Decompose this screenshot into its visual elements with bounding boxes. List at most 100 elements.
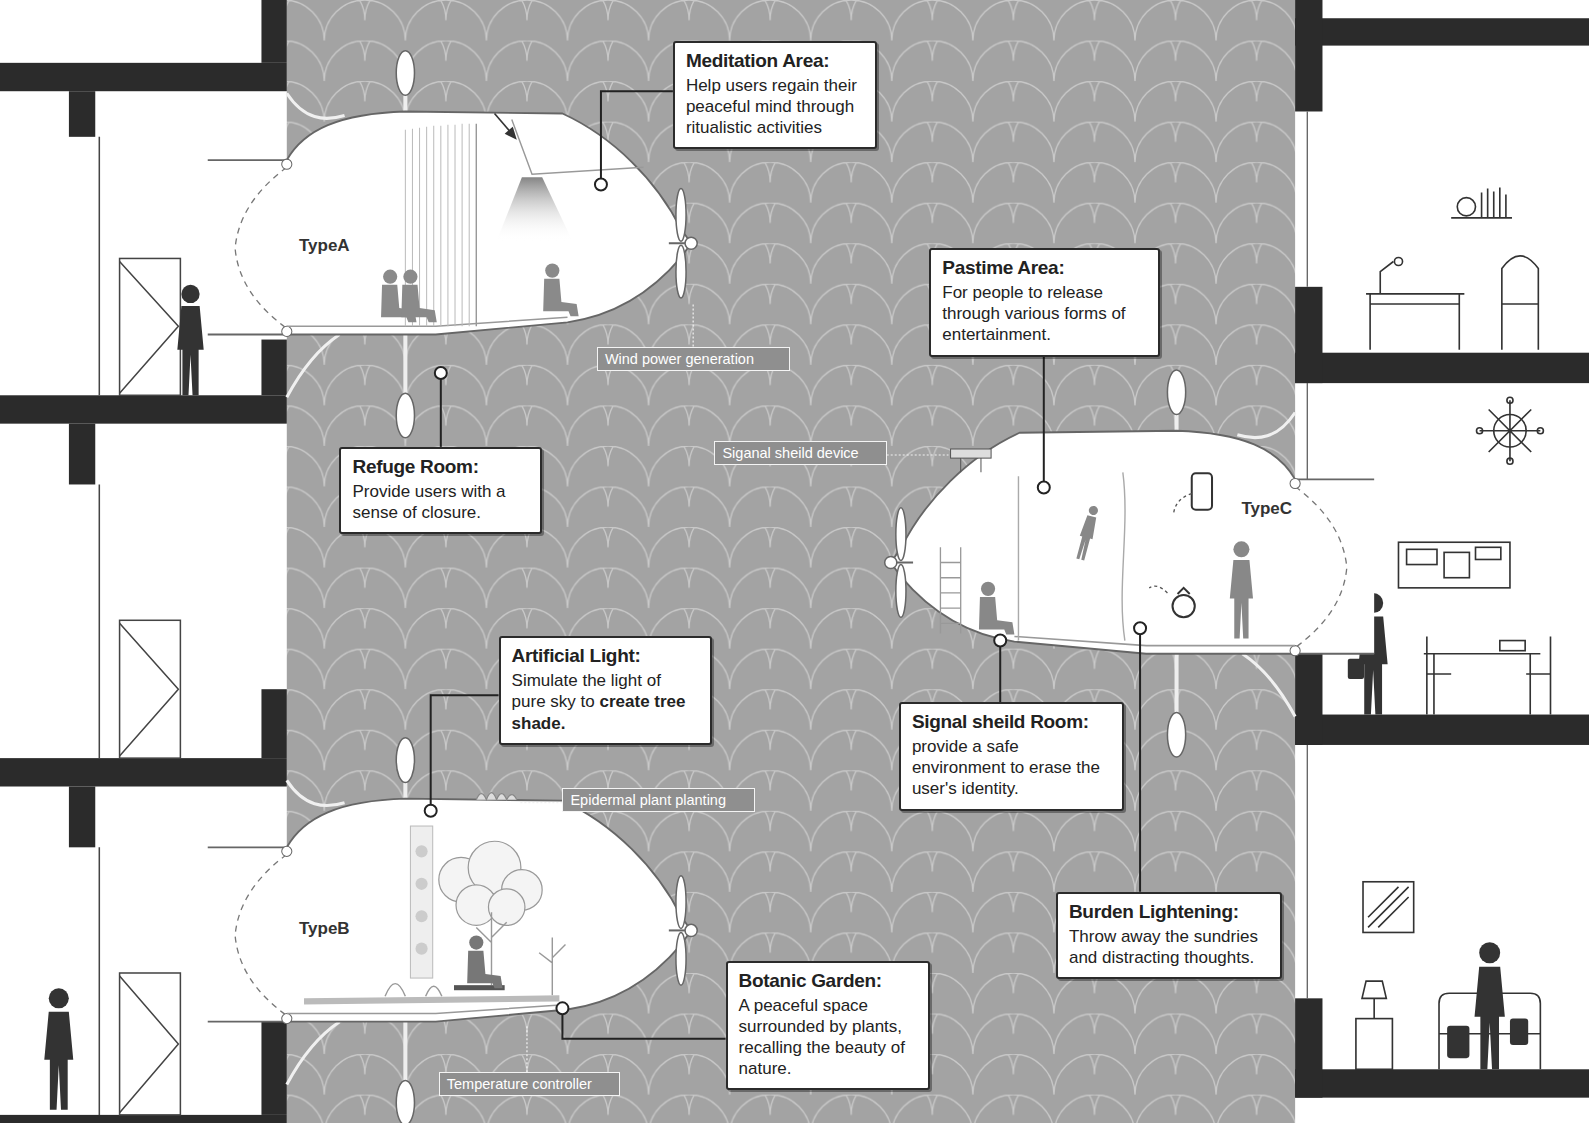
right-building-furniture xyxy=(1500,641,1525,651)
callout-body: provide a safe environment to erase the … xyxy=(912,736,1111,799)
right-building-furniture xyxy=(1477,428,1483,434)
callout-heading: Burden Lightening: xyxy=(1069,901,1269,923)
pod-a-interior xyxy=(505,127,517,140)
people-silhouettes xyxy=(1510,1019,1528,1045)
callout-text: A peaceful space surrounded by plants, r… xyxy=(739,996,905,1078)
callout-box: Signal sheild Room: provide a safe enviro… xyxy=(899,702,1124,810)
right-building-structure xyxy=(1295,649,1322,745)
left-building-doors xyxy=(120,620,181,758)
people-silhouettes xyxy=(1447,1026,1469,1058)
callout-text: provide a safe environment to erase the … xyxy=(912,737,1100,798)
pod-c-interior xyxy=(1074,504,1101,561)
pod-a-interior xyxy=(543,264,578,317)
left-building-structure xyxy=(261,689,286,758)
leader-dot xyxy=(425,805,437,817)
leader-line xyxy=(1139,634,1141,891)
leader-dot xyxy=(994,634,1006,646)
component-tag-text: Epidermal plant planting xyxy=(570,792,726,808)
leader-dot xyxy=(595,178,607,190)
people-silhouettes xyxy=(177,285,203,395)
callout-box: Burden Lightening:Throw away the sundrie… xyxy=(1056,892,1282,979)
right-building-structure xyxy=(1295,715,1589,745)
pod-c-interior xyxy=(940,547,960,633)
left-building-structure xyxy=(0,63,287,91)
pod-a-interior xyxy=(381,114,643,327)
pod-a-interior xyxy=(381,264,579,323)
right-building-structure xyxy=(1295,18,1589,45)
leader-line xyxy=(562,1014,725,1038)
leader-line xyxy=(431,695,499,804)
callout-box: Botanic Garden: A peaceful space surround… xyxy=(726,961,931,1090)
dotted-leader-line xyxy=(526,1026,527,1073)
callout-text: For people to release through various fo… xyxy=(942,283,1125,344)
callout-heading: Artificial Light: xyxy=(512,645,700,667)
callout-heading: Meditation Area: xyxy=(686,50,864,72)
right-building-furniture xyxy=(1380,261,1393,293)
component-tag: Epidermal plant planting xyxy=(562,788,755,812)
pod-c-interior xyxy=(1172,595,1194,617)
component-tag: Temperature controller xyxy=(439,1072,620,1096)
pod-a-interior xyxy=(401,270,436,323)
left-building-doors xyxy=(120,258,181,395)
right-building-furniture xyxy=(1480,400,1541,461)
pod-b-interior xyxy=(385,912,565,996)
leader-dot xyxy=(556,1002,568,1014)
right-building-furniture xyxy=(1398,542,1509,588)
leader-dot xyxy=(1134,622,1146,634)
callout-heading: Pastime Area: xyxy=(942,257,1147,279)
component-tag-text: Temperature controller xyxy=(447,1076,592,1092)
pod-c-interior xyxy=(1230,541,1253,638)
right-building-furniture xyxy=(1366,294,1464,350)
right-building-furniture xyxy=(1451,217,1512,219)
pod-c-interior xyxy=(961,458,981,472)
left-building-doors xyxy=(120,623,179,756)
left-building-doors xyxy=(120,973,181,1115)
pod-c-interior xyxy=(1018,472,1125,640)
leader-dot xyxy=(435,367,447,379)
right-building-furniture xyxy=(1368,887,1409,928)
pod-b-interior xyxy=(415,845,427,857)
right-building-furniture xyxy=(1507,458,1513,464)
people-silhouettes xyxy=(1475,942,1505,1069)
pod-b-interior xyxy=(304,998,559,1001)
right-building-structure xyxy=(1295,1069,1589,1097)
pod-type-label: TypeC xyxy=(1241,499,1292,519)
callout-body: A peaceful space surrounded by plants, r… xyxy=(739,995,918,1079)
pod-c-interior xyxy=(951,449,992,458)
callout-body: Simulate the light of pure sky tocreate … xyxy=(512,670,700,733)
pod-c-interior xyxy=(979,582,1014,635)
right-building-furniture xyxy=(1424,654,1541,715)
right-building-furniture xyxy=(1394,257,1402,265)
callout-box: Meditation Area: Help users regain their … xyxy=(673,41,877,149)
pod-type-label: TypeB xyxy=(299,919,350,939)
pod-c-interior xyxy=(979,504,1253,638)
right-building-structure xyxy=(1295,353,1589,383)
pod-type-c xyxy=(885,370,1374,757)
right-building-furniture xyxy=(1482,188,1506,217)
callout-body: Help users regain their peaceful mind th… xyxy=(686,75,864,138)
callout-heading: Botanic Garden: xyxy=(739,970,918,992)
leader-line xyxy=(1043,357,1045,482)
left-building-structure xyxy=(261,340,286,396)
leader-line xyxy=(601,91,673,178)
left-building-structure xyxy=(0,758,287,786)
left-building-structure xyxy=(0,395,287,423)
left-building-doors xyxy=(120,976,179,1113)
left-building-structure xyxy=(69,91,95,137)
pod-type-a xyxy=(208,51,697,438)
component-tag-text: Siganal sheild device xyxy=(722,445,858,461)
callout-box: Pastime Area: For people to release throu… xyxy=(929,248,1160,356)
left-building-doors xyxy=(99,137,101,1115)
callout-text: Provide users with a sense of closure. xyxy=(352,482,505,522)
pod-b-interior xyxy=(410,826,432,978)
pod-c-interior xyxy=(1178,588,1190,594)
left-building-doors xyxy=(120,261,179,393)
callout-text: Help users regain their peaceful mind th… xyxy=(686,76,857,137)
callout-body: Provide users with a sense of closure. xyxy=(352,481,529,523)
pod-c-interior xyxy=(1149,494,1192,593)
callout-heading: Signal sheild Room: xyxy=(912,711,1111,733)
pod-type-a xyxy=(208,51,697,438)
pod-b-interior xyxy=(488,889,524,925)
component-tag: Siganal sheild device xyxy=(714,441,886,465)
